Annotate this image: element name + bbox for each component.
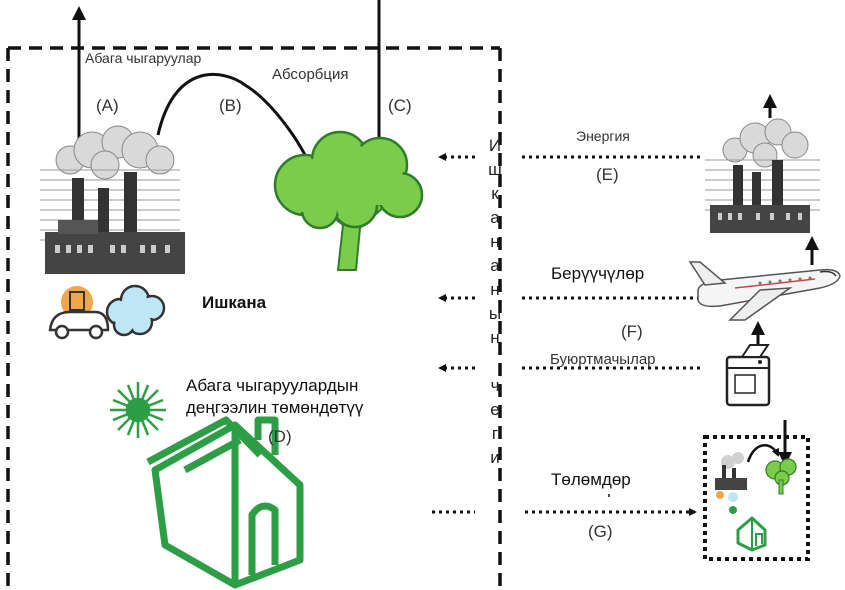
payments-label: Төлөмдөр (551, 470, 631, 489)
label-f: (F) (621, 322, 643, 341)
tree-icon (273, 130, 424, 271)
boundary-char: г (491, 424, 499, 443)
label-b: (B) (219, 96, 242, 115)
reduction-label-line2: деңгээлин төмөндөтүү (186, 398, 364, 417)
label-c: (C) (388, 96, 412, 115)
factory-right-icon (705, 94, 820, 233)
airplane-icon (688, 261, 841, 321)
absorption-label: Абсорбция (272, 66, 349, 83)
boundary-char: н (490, 328, 500, 347)
company-label: Ишкана (202, 293, 267, 312)
label-g: (G) (588, 522, 613, 541)
boundary-char: и (490, 448, 500, 467)
boundary-char: а (490, 256, 500, 275)
label-a: (A) (96, 96, 119, 115)
boundary-char: н (490, 232, 500, 251)
factory-icon (40, 125, 185, 274)
suppliers-label: Берүүчүлөр (551, 264, 645, 283)
car-icon (48, 286, 110, 340)
boundary-char: ы (488, 304, 502, 323)
transfer-curve-arrow (156, 72, 315, 174)
boundary-char: И (488, 136, 502, 155)
washing-machine-icon (725, 344, 771, 407)
sun-icon (110, 382, 166, 438)
emissions-label: Абага чыгаруулар (85, 50, 202, 66)
energy-label: Энергия (576, 128, 630, 144)
boundary-char: е (490, 400, 500, 419)
customers-label: Буюртмачылар (550, 351, 656, 368)
reduction-label-line1: Абага чыгаруулардын (186, 376, 359, 395)
boundary-char: ч (490, 376, 500, 395)
label-e: (E) (596, 165, 619, 184)
mini-company-box (703, 420, 810, 561)
boundary-char: а (490, 208, 500, 227)
house-icon (146, 416, 304, 589)
boundary-char: н (490, 280, 500, 299)
company-boundary-vertical-label: И ш к а н а н ы н ч е г и (486, 136, 504, 476)
boundary-char: ш (488, 160, 502, 179)
boundary-char: к (491, 184, 499, 203)
label-d: (D) (268, 427, 292, 446)
cloud-icon (105, 284, 166, 337)
company-boundary (6, 46, 502, 590)
